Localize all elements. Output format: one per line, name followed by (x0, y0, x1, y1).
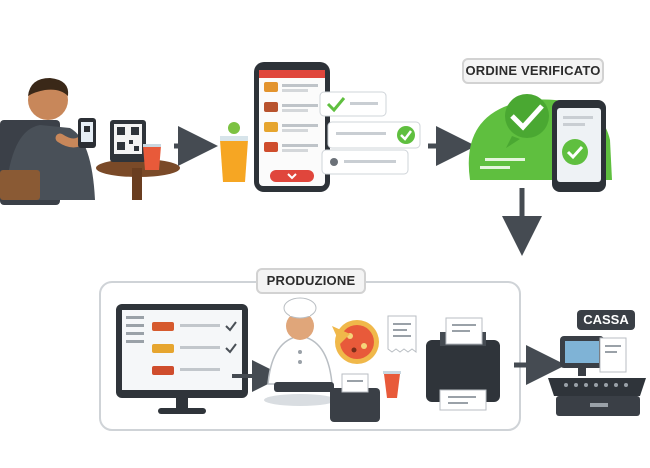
kitchen-monitor-icon (116, 304, 248, 414)
pizza-icon (332, 320, 379, 364)
label-production: PRODUZIONE (256, 268, 366, 294)
receipt-printer-icon (426, 317, 500, 411)
order-confirmation-cards (319, 91, 421, 175)
smartphone-menu-icon (254, 62, 330, 192)
label-cashier: CASSA (577, 310, 635, 330)
order-ticket-icon (387, 315, 417, 353)
qr-code-stand-icon (110, 120, 146, 162)
label-order-verified: ORDINE VERIFICATO (462, 58, 604, 84)
ticket-printer-icon (330, 371, 401, 422)
chef-icon (264, 297, 336, 406)
cash-register-icon (548, 336, 646, 416)
drink-icon (143, 144, 161, 170)
verified-phone-icon (552, 100, 606, 192)
orange-drink-icon (220, 122, 248, 182)
